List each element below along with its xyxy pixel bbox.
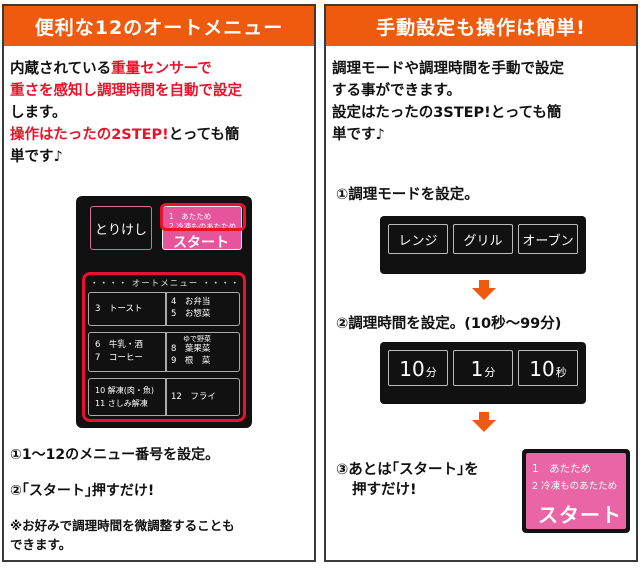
intro-text: 単です♪	[332, 127, 385, 143]
start-label: スタート	[173, 235, 229, 251]
arrow-down-icon	[472, 420, 496, 432]
intro-text: 設定はたったの3STEP!とっても簡	[332, 105, 562, 121]
arrow-down-icon	[479, 280, 489, 288]
manual-setting-header: 手動設定も操作は簡単!	[326, 6, 636, 46]
intro-text: 内蔵されている	[10, 61, 112, 77]
divider	[165, 379, 167, 415]
arrow-down-icon	[479, 412, 489, 420]
oven-mode-button[interactable]: オーブン	[518, 224, 578, 254]
menu-leafy-veg-button[interactable]: 8 葉果菜	[171, 344, 211, 354]
menu-sashimi-button[interactable]: 11 さしみ解凍	[95, 399, 148, 408]
menu-fry-button[interactable]: 12 フライ	[171, 392, 216, 402]
step-note-2: ②｢スタート｣押すだけ!	[10, 483, 155, 499]
auto-menu-panel: 便利な12のオートメニュー 内蔵されている重量センサーで 重さを感知し調理時間を…	[2, 4, 316, 562]
range-mode-button[interactable]: レンジ	[388, 224, 448, 254]
adjust-note: ※お好みで調理時間を微調整することも できます。	[10, 516, 235, 554]
adjust-note-line: ※お好みで調理時間を微調整することも	[10, 518, 235, 533]
menu-row: 10 解凍(肉・魚) 11 さしみ解凍 12 フライ	[88, 378, 240, 416]
intro-text: します。	[10, 105, 67, 121]
one-minute-value: 1	[470, 357, 484, 381]
menu-row: 3 トースト 4 お弁当 5 お惣菜	[88, 292, 240, 326]
intro-highlight: 重量センサーで	[111, 61, 212, 77]
ten-second-unit: 秒	[555, 366, 567, 379]
intro-highlight: 重さを感知し調理時間を自動で設定	[10, 83, 242, 99]
intro-text: 調理モードや調理時間を手動で設定	[332, 61, 564, 77]
start-line-warm: 1 あたため	[532, 463, 592, 475]
manual-setting-panel: 手動設定も操作は簡単! 調理モードや調理時間を手動で設定 する事ができます。 設…	[324, 4, 638, 562]
start-line-frozen: 2 冷凍ものあたため	[169, 222, 237, 231]
highlight-ring	[160, 203, 246, 231]
auto-menu-header: 便利な12のオートメニュー	[4, 6, 314, 46]
control-keypad: とりけし 1 あたため 2 冷凍ものあたため スタート ・・・・ オートメニュー…	[76, 196, 252, 428]
menu-coffee-button[interactable]: 7 コーヒー	[95, 353, 143, 363]
step-3-label: ③あとは｢スタート｣を	[336, 462, 479, 478]
highlight-ring	[82, 272, 246, 422]
menu-root-veg-button[interactable]: 9 根 菜	[171, 356, 211, 366]
intro-text: 単です♪	[10, 149, 63, 165]
intro-text: とっても簡	[168, 127, 240, 143]
menu-toast-button[interactable]: 3 トースト	[95, 304, 143, 314]
ten-minute-unit: 分	[425, 366, 437, 379]
cancel-button[interactable]: とりけし	[90, 206, 152, 250]
auto-menu-title: ・・・・ オートメニュー ・・・・	[90, 279, 240, 289]
manual-intro: 調理モードや調理時間を手動で設定 する事ができます。 設定はたったの3STEP!…	[326, 46, 636, 146]
start-label: スタート	[538, 503, 622, 527]
start-line-frozen: 2 冷凍ものあたため	[532, 481, 618, 492]
menu-souzai-button[interactable]: 5 お惣菜	[171, 309, 211, 319]
boiled-vegetables-label: ゆで野菜	[183, 335, 211, 343]
one-minute-unit: 分	[484, 366, 496, 379]
grill-mode-button[interactable]: グリル	[453, 224, 513, 254]
ten-second-value: 10	[529, 357, 555, 381]
divider	[165, 293, 167, 325]
menu-bento-button[interactable]: 4 お弁当	[171, 297, 211, 307]
divider	[165, 333, 167, 371]
intro-text: する事ができます。	[332, 83, 462, 99]
start-line-warm: 1 あたため	[169, 212, 212, 221]
menu-defrost-button[interactable]: 10 解凍(肉・魚)	[95, 386, 154, 395]
start-button[interactable]: 1 あたため 2 冷凍ものあたため スタート	[522, 449, 630, 533]
arrow-down-icon	[472, 288, 496, 300]
menu-row: 6 牛乳・酒 7 コーヒー ゆで野菜 8 葉果菜 9 根 菜	[88, 332, 240, 372]
auto-menu-intro: 内蔵されている重量センサーで 重さを感知し調理時間を自動で設定 します。 操作は…	[4, 46, 314, 168]
step-3-label-cont: 押すだけ!	[352, 482, 417, 498]
step-note-1: ①1～12のメニュー番号を設定。	[10, 447, 220, 463]
ten-minute-value: 10	[399, 357, 425, 381]
start-button-face: 1 あたため 2 冷凍ものあたため スタート	[526, 453, 626, 529]
mode-button-strip: レンジ グリル オーブン	[380, 216, 586, 274]
step-1-label: ①調理モードを設定。	[336, 187, 479, 203]
step-2-label: ②調理時間を設定。(10秒～99分)	[336, 316, 562, 332]
menu-milk-button[interactable]: 6 牛乳・酒	[95, 340, 143, 350]
intro-highlight: 操作はたったの2STEP!	[10, 127, 169, 143]
adjust-note-line: できます。	[10, 537, 72, 552]
